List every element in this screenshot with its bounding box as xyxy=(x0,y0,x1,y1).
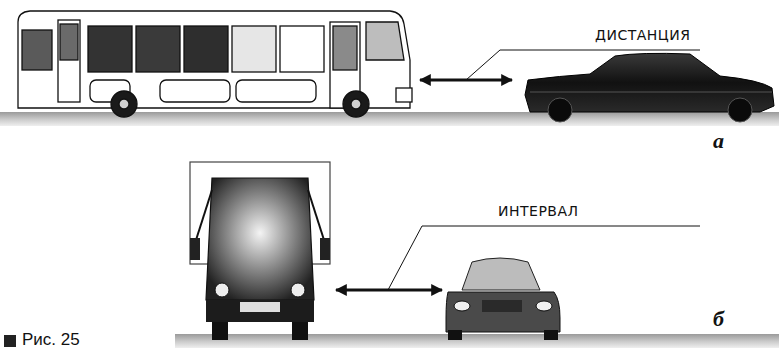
leader-line xyxy=(466,50,700,80)
dimension-label: ДИСТАНЦИЯ xyxy=(595,27,690,43)
road-strip xyxy=(175,334,779,348)
truck-front-illustration xyxy=(190,162,330,340)
car-front-illustration xyxy=(446,258,560,340)
figure-caption: Рис. 25 xyxy=(22,330,80,350)
caption-bullet xyxy=(4,335,16,347)
subfigure-letter: б xyxy=(713,306,724,332)
leader-line xyxy=(388,226,700,290)
dimension-label: ИНТЕРВАЛ xyxy=(498,203,579,219)
bus-illustration xyxy=(18,11,412,117)
subfigure-letter: а xyxy=(713,128,724,154)
car-side-illustration xyxy=(525,53,774,122)
